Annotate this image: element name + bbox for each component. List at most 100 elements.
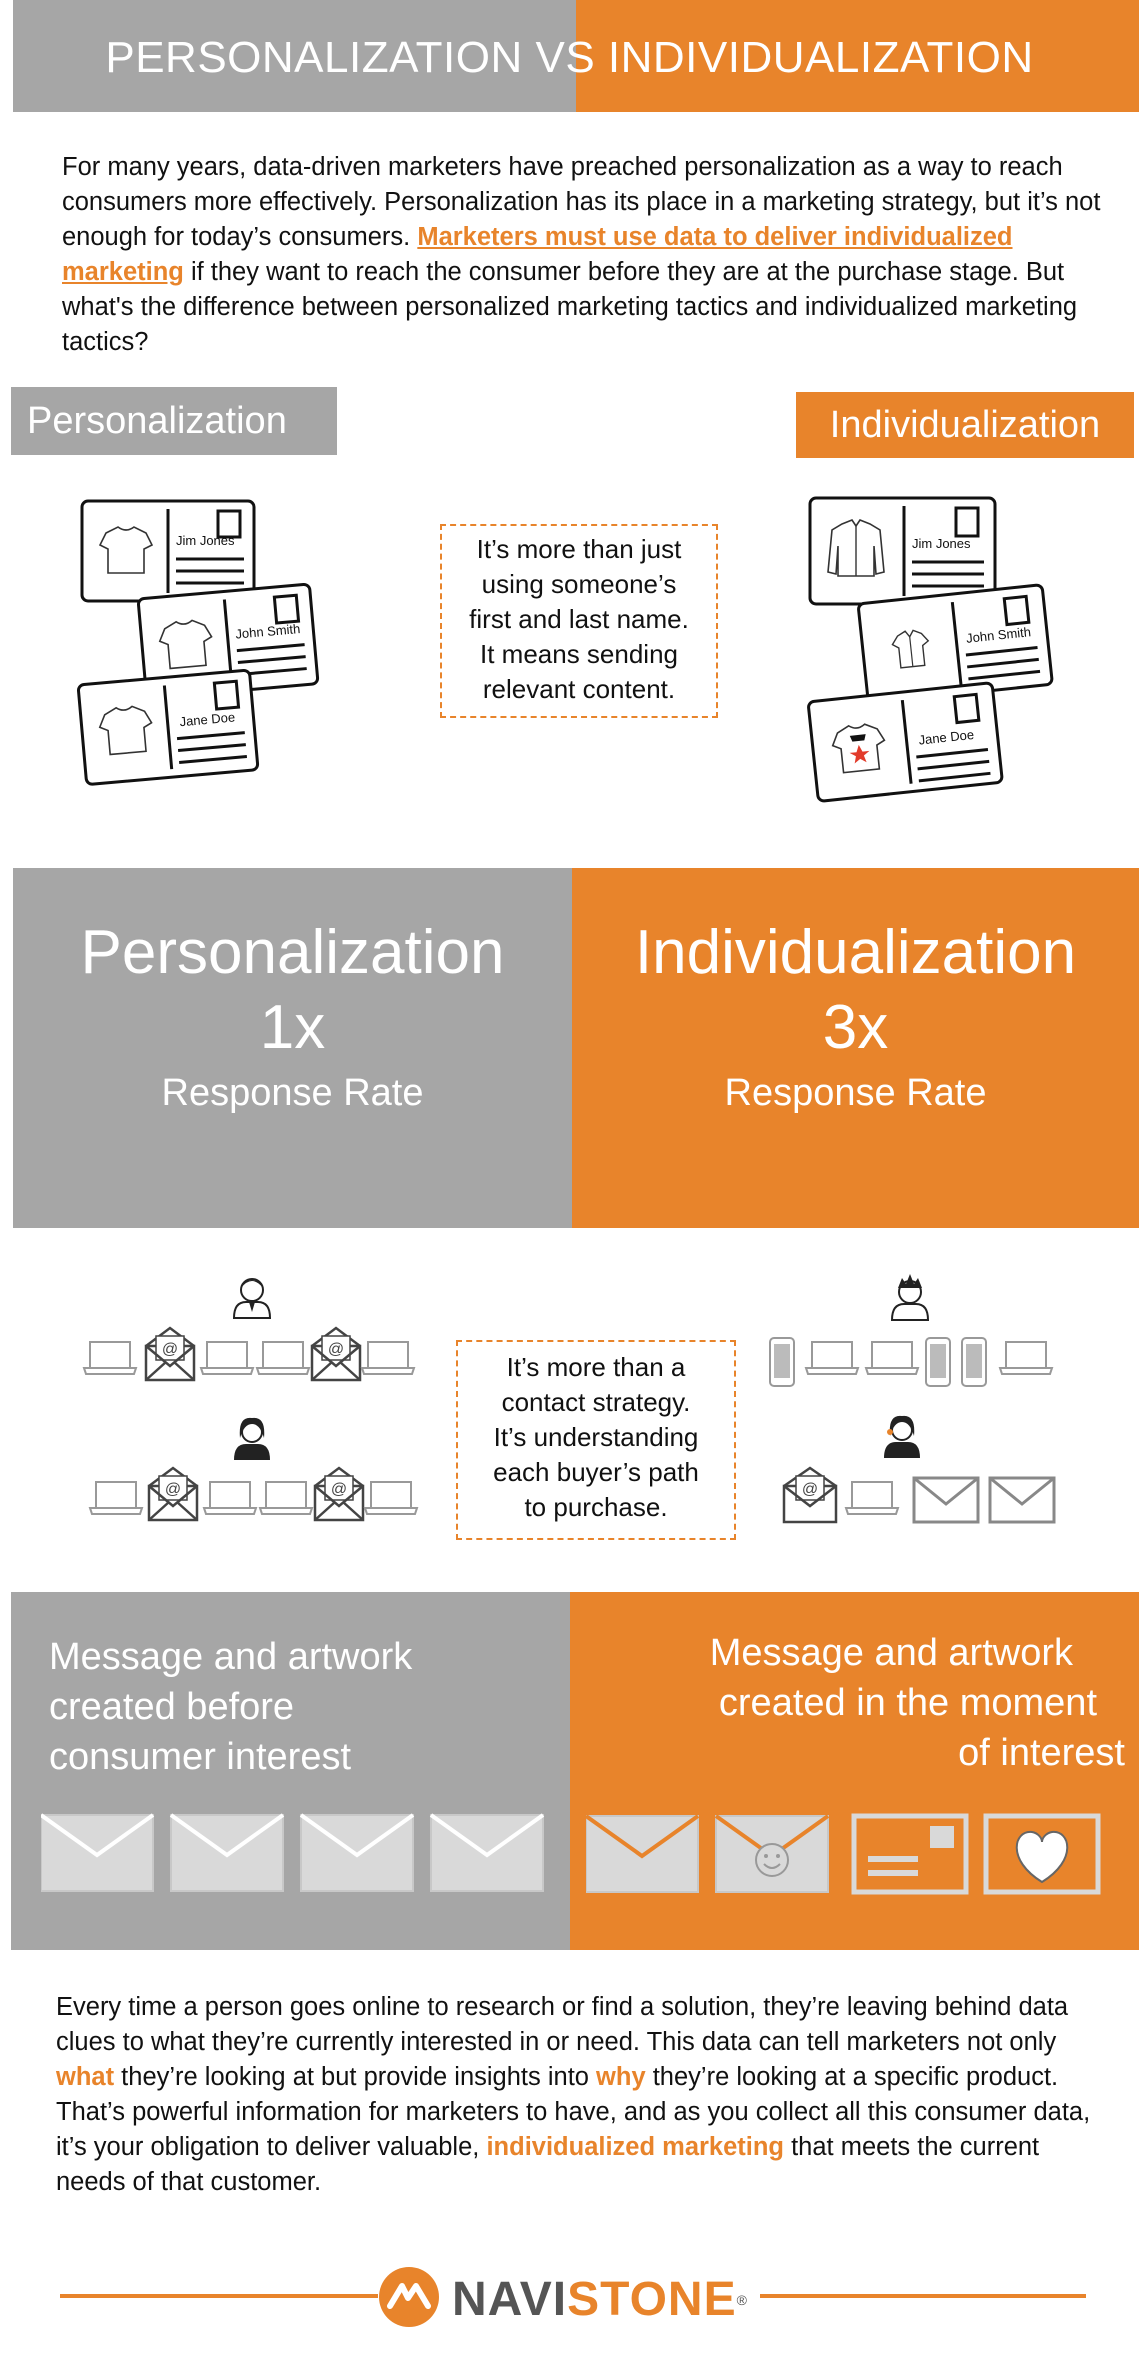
postcard-icon: Jim Jones <box>808 496 997 606</box>
shirt-icon <box>891 629 930 669</box>
callout-1-line: first and last name. <box>469 604 689 634</box>
individualization-label: Individualization <box>796 392 1134 458</box>
intro-link[interactable]: Marketers must use data to deliver indiv… <box>62 223 1013 286</box>
laptop-icon <box>805 1341 859 1375</box>
envelope-icon <box>169 1813 285 1892</box>
phone-icon <box>961 1337 987 1387</box>
outro-highlight-why: why <box>596 2063 646 2091</box>
brand-part-stone: STONE <box>567 2273 737 2326</box>
envelope-icon <box>586 1814 700 1893</box>
individualization-label-text: Individualization <box>829 404 1101 446</box>
title-bar-left <box>13 0 576 112</box>
laptop-icon <box>364 1481 418 1515</box>
envelope-row-left <box>41 1813 545 1892</box>
person-icon <box>884 1415 920 1458</box>
page-title: PERSONALIZATION VS INDIVIDUALIZATION <box>105 33 1034 82</box>
postcard-icon <box>851 1813 969 1895</box>
personalization-heading: Personalization <box>80 918 505 987</box>
individualization-postcards: Jim Jones John Smith Jane Doe <box>807 496 1054 803</box>
laptop-icon <box>89 1481 143 1515</box>
envelope-row-right <box>586 1813 1101 1895</box>
callout-1-line: It means sending <box>479 639 678 669</box>
phone-icon <box>925 1337 951 1387</box>
envelope-icon: @ <box>782 1466 838 1524</box>
message-panel-right: Message and artwork created in the momen… <box>570 1592 1139 1950</box>
laptop-icon <box>203 1481 257 1515</box>
shirt-icon <box>831 723 886 774</box>
envelope-icon <box>313 1466 365 1522</box>
envelope-icon <box>310 1326 362 1382</box>
callout-1-line: relevant content. <box>482 674 676 704</box>
svg-text:@: @ <box>802 1481 818 1498</box>
individualization-multiplier: 3x <box>822 993 889 1062</box>
envelope-icon <box>147 1466 199 1522</box>
outro-highlight-what: what <box>56 2063 115 2091</box>
card-name-john: John Smith <box>965 624 1031 646</box>
postcard-icon: John Smith <box>857 583 1054 705</box>
laptop-icon <box>259 1481 313 1515</box>
registered-mark: ® <box>736 2292 748 2308</box>
laptop-icon <box>845 1481 899 1515</box>
callout-2-line: It’s understanding <box>493 1422 699 1452</box>
person-icon <box>890 1274 930 1321</box>
callout-2: It’s more than a contact strategy. It’s … <box>456 1340 736 1540</box>
callout-1: It’s more than just using someone’s firs… <box>440 524 718 718</box>
callout-1-line: It’s more than just <box>476 534 682 564</box>
outro-text: they’re looking at but provide insights … <box>114 2063 597 2091</box>
card-name-jane: Jane Doe <box>918 727 975 748</box>
personalization-response-panel: Personalization 1x Response Rate <box>13 868 572 1228</box>
heart-icon <box>983 1813 1101 1895</box>
laptop-icon <box>361 1341 415 1375</box>
message-panel-left: Message and artwork created before consu… <box>11 1592 570 1950</box>
outro-text: that meets the current needs of that cus… <box>56 2133 1040 2196</box>
individualization-contact-icons: @ <box>769 1274 1056 1524</box>
envelope-icon <box>429 1813 545 1892</box>
individualization-heading: Individualization <box>634 918 1077 987</box>
laptop-icon <box>256 1341 310 1375</box>
postcard-icon: Jim Jones <box>80 499 256 603</box>
personalization-response-label: Response Rate <box>161 1072 424 1114</box>
envelope-icon <box>144 1326 196 1382</box>
personalization-contact-icons: @ <box>83 1278 418 1522</box>
callout-2-line: contact strategy. <box>501 1387 691 1417</box>
callout-2-line: each buyer’s path <box>493 1457 699 1487</box>
title-bar-right <box>576 0 1139 112</box>
card-name-john: John Smith <box>235 621 301 642</box>
smiley-icon <box>714 1814 830 1893</box>
message-left-line: consumer interest <box>49 1736 352 1778</box>
callout-1-line: using someone’s <box>481 569 677 599</box>
personalization-label: Personalization <box>11 387 337 455</box>
postcard-icon: Jane Doe <box>807 681 1004 803</box>
outro-highlight-individualized: individualized marketing <box>486 2133 785 2161</box>
personalization-label-text: Personalization <box>27 400 287 442</box>
message-left-line: created before <box>49 1686 295 1728</box>
footer-line-right <box>760 2294 1086 2298</box>
individualization-response-label: Response Rate <box>724 1072 987 1114</box>
laptop-icon <box>865 1341 919 1375</box>
card-name-jim: Jim Jones <box>912 536 971 551</box>
phone-icon <box>769 1337 795 1387</box>
card-name-jane: Jane Doe <box>179 709 236 729</box>
callout-2-line: to purchase. <box>524 1492 668 1522</box>
message-left-line: Message and artwork <box>49 1636 413 1678</box>
envelope-icon <box>299 1813 415 1892</box>
callout-2-line: It’s more than a <box>506 1352 686 1382</box>
outro-text: they’re looking at a specific product. T… <box>56 2063 1091 2161</box>
outro-paragraph: Every time a person goes online to resea… <box>56 1990 1096 2200</box>
brand-name: NAVISTONE® <box>452 2272 748 2328</box>
envelope-icon <box>912 1476 980 1524</box>
footer-line-left <box>60 2294 378 2298</box>
individualization-response-panel: Individualization 3x Response Rate <box>572 868 1139 1228</box>
person-icon <box>233 1278 271 1319</box>
message-right-line: of interest <box>958 1732 1125 1774</box>
brand-part-navi: NAVI <box>452 2273 568 2326</box>
laptop-icon <box>83 1341 137 1375</box>
outro-text: Every time a person goes online to resea… <box>56 1993 1069 2056</box>
navistone-logo-icon <box>379 2267 439 2327</box>
person-icon <box>234 1417 270 1460</box>
card-name-jim: Jim Jones <box>176 533 235 548</box>
envelope-icon <box>988 1476 1056 1524</box>
postcard-icon: Jane Doe <box>77 669 260 786</box>
message-right-line: Message and artwork <box>709 1632 1073 1674</box>
message-right-line: created in the moment <box>718 1682 1097 1724</box>
